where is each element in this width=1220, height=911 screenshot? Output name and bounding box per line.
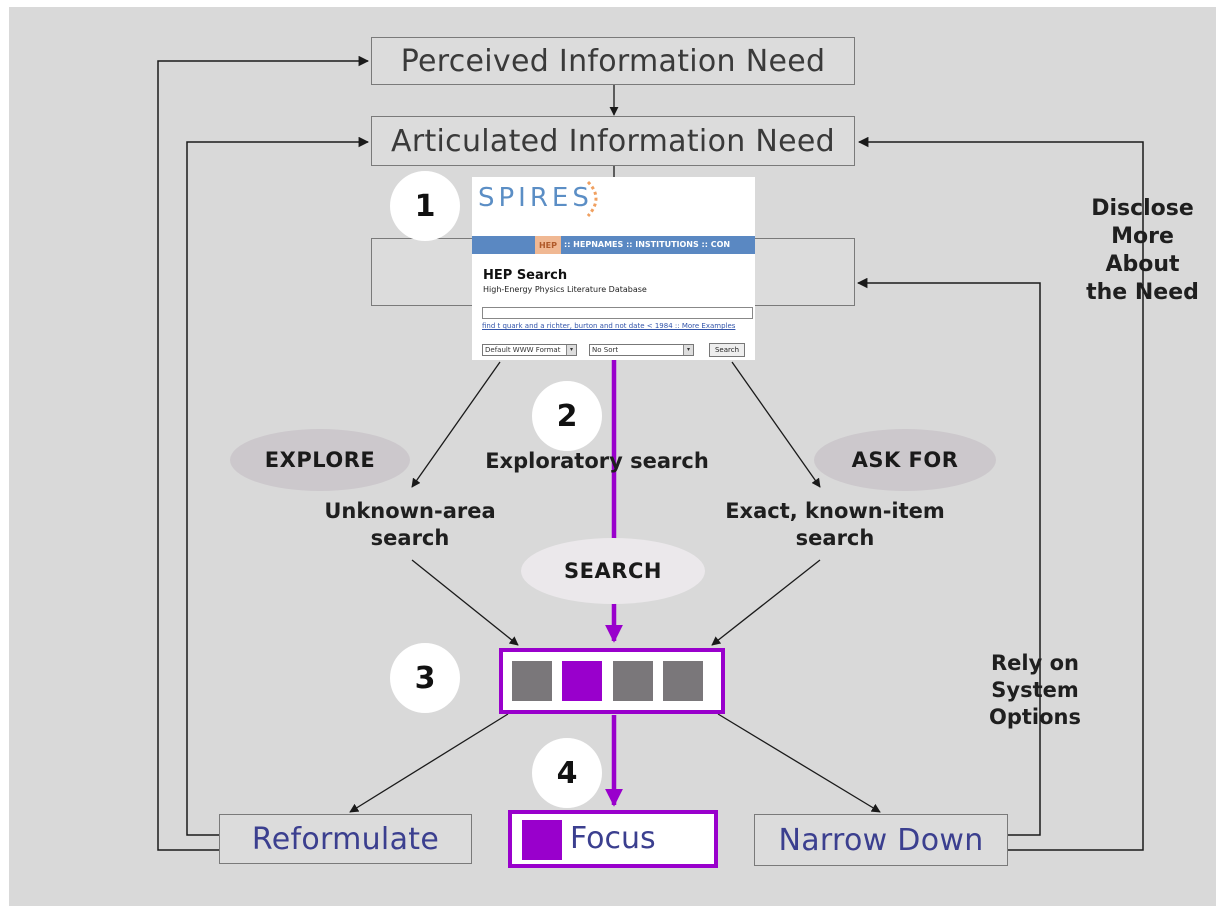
rely-on-system-label: Rely on System Options [965, 650, 1105, 731]
spires-search-input[interactable] [482, 307, 753, 319]
explore-ellipse: EXPLORE [230, 429, 410, 491]
unknown-area-line-2: search [370, 526, 450, 550]
arrow-results-to-narrow [717, 713, 881, 813]
reformulate-box: Reformulate [219, 814, 472, 864]
spires-title: HEP Search [483, 268, 568, 283]
focus-label: Focus [570, 821, 656, 856]
spires-format-value: Default WWW Format [485, 346, 561, 354]
known-item-line-2: search [795, 526, 875, 550]
unknown-area-search-label: Unknown-area search [300, 498, 520, 552]
perceived-need-label: Perceived Information Need [400, 43, 826, 79]
narrow-down-box: Narrow Down [754, 814, 1008, 866]
spires-search-screenshot: SPIRES HEP :: HEPNAMES :: INSTITUTIONS :… [472, 177, 755, 360]
arrow-results-to-reformulate [349, 713, 509, 813]
disclose-line-4: the Need [1086, 280, 1199, 305]
spires-sort-value: No Sort [592, 346, 619, 354]
spires-sort-select[interactable]: No Sort ▾ [589, 344, 694, 356]
arrow-known-to-results [711, 559, 821, 646]
articulated-need-label: Articulated Information Need [391, 123, 835, 159]
disclose-line-3: About [1105, 252, 1180, 277]
rely-line-1: Rely on [991, 651, 1079, 675]
loop-narrow-to-articulated [857, 136, 1144, 851]
result-item-4 [663, 661, 703, 701]
loop-narrow-to-search-box [856, 277, 1041, 836]
spires-subtitle: High-Energy Physics Literature Database [483, 285, 647, 294]
reformulate-label: Reformulate [251, 821, 440, 857]
result-item-2-selected [562, 661, 602, 701]
perceived-need-box: Perceived Information Need [371, 37, 855, 85]
spires-nav-links[interactable]: :: HEPNAMES :: INSTITUTIONS :: CON [564, 240, 731, 249]
spires-nav-hep[interactable]: HEP [535, 236, 561, 254]
ask-for-ellipse: ASK FOR [814, 429, 996, 491]
loop-reformulate-to-articulated [186, 136, 370, 836]
result-item-3 [613, 661, 653, 701]
disclose-more-label: Disclose More About the Need [1070, 195, 1215, 307]
spires-logo-swoosh-icon [586, 180, 598, 217]
chevron-down-icon: ▾ [566, 345, 576, 355]
focus-box: Focus [508, 810, 718, 868]
disclose-line-1: Disclose [1091, 196, 1194, 221]
step-2-circle: 2 [532, 381, 602, 451]
search-ellipse: SEARCH [521, 538, 705, 604]
arrow-to-known-item [731, 361, 821, 488]
rely-line-3: Options [989, 705, 1081, 729]
spires-example-link[interactable]: find t quark and a richter, burton and n… [482, 322, 736, 330]
unknown-area-line-1: Unknown-area [324, 499, 496, 523]
loop-reformulate-to-perceived [157, 55, 370, 851]
spires-format-select[interactable]: Default WWW Format ▾ [482, 344, 577, 356]
articulated-need-box: Articulated Information Need [371, 116, 855, 166]
spires-search-button[interactable]: Search [709, 343, 745, 357]
focus-square-icon [522, 820, 562, 860]
step-3-circle: 3 [390, 643, 460, 713]
spires-logo: SPIRES [478, 183, 593, 213]
result-list-box [499, 648, 725, 714]
narrow-down-label: Narrow Down [778, 822, 984, 858]
arrow-unknown-to-results [411, 559, 519, 646]
arrow-to-unknown-area [411, 361, 501, 488]
spires-nav-bar: HEP :: HEPNAMES :: INSTITUTIONS :: CON [472, 236, 755, 254]
result-item-1 [512, 661, 552, 701]
disclose-line-2: More [1111, 224, 1174, 249]
chevron-down-icon: ▾ [683, 345, 693, 355]
step-1-circle: 1 [390, 171, 460, 241]
known-item-search-label: Exact, known-item search [695, 498, 975, 552]
exploratory-search-label: Exploratory search [485, 449, 709, 473]
rely-line-2: System [991, 678, 1079, 702]
step-4-circle: 4 [532, 738, 602, 808]
known-item-line-1: Exact, known-item [725, 499, 945, 523]
